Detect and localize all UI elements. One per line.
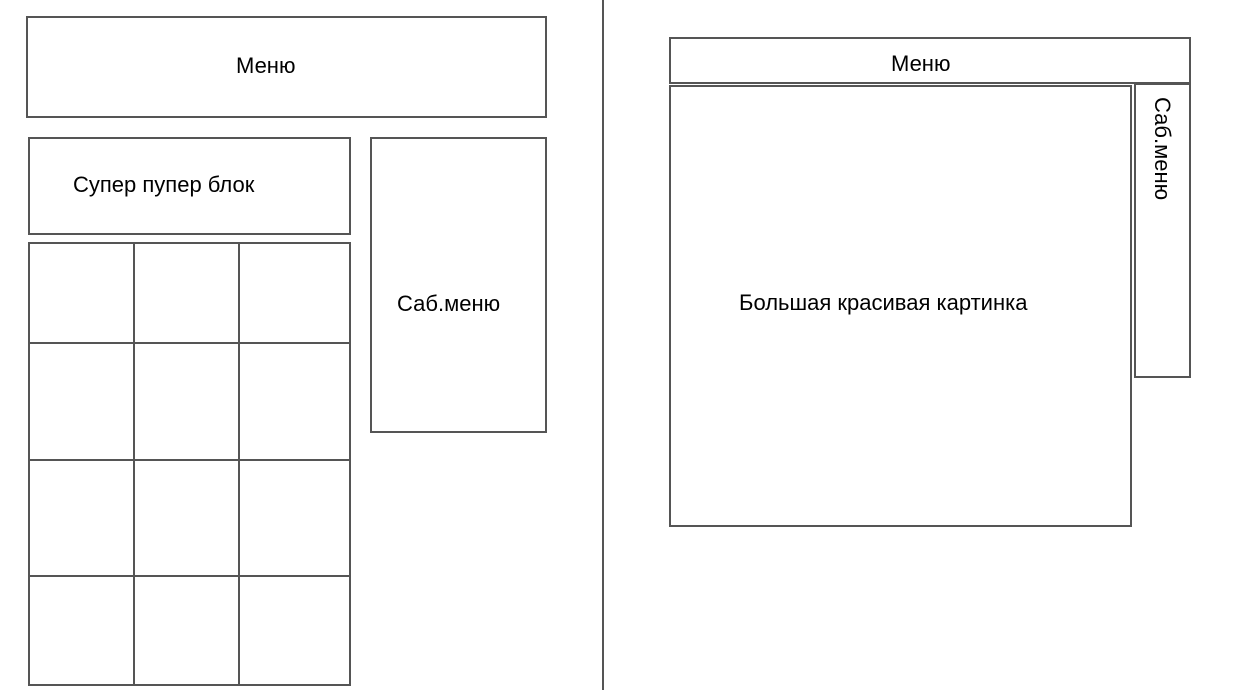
grid-tile bbox=[133, 342, 240, 461]
big-image-block: Большая красивая картинка bbox=[669, 85, 1132, 527]
grid-tile bbox=[238, 575, 351, 686]
super-block: Супер пупер блок bbox=[28, 137, 351, 235]
right-menu-label: Меню bbox=[891, 51, 951, 76]
grid-tile bbox=[28, 575, 135, 686]
right-menu-block: Меню bbox=[669, 37, 1191, 84]
grid-tile bbox=[238, 242, 351, 344]
grid-tile bbox=[133, 575, 240, 686]
grid-tile bbox=[28, 242, 135, 344]
grid-tile bbox=[238, 342, 351, 461]
left-menu-label: Меню bbox=[236, 53, 296, 78]
big-image-label: Большая красивая картинка bbox=[739, 290, 1028, 315]
tile-grid bbox=[28, 242, 351, 686]
right-submenu-block: Саб.меню bbox=[1134, 83, 1191, 378]
grid-tile bbox=[28, 459, 135, 577]
right-submenu-label: Саб.меню bbox=[1150, 97, 1175, 201]
layout-divider bbox=[602, 0, 604, 690]
grid-tile bbox=[133, 242, 240, 344]
grid-tile bbox=[238, 459, 351, 577]
super-block-label: Супер пупер блок bbox=[73, 172, 255, 197]
grid-tile bbox=[133, 459, 240, 577]
grid-tile bbox=[28, 342, 135, 461]
left-menu-block: Меню bbox=[26, 16, 547, 118]
left-submenu-block: Саб.меню bbox=[370, 137, 547, 433]
left-submenu-label: Саб.меню bbox=[397, 291, 501, 316]
